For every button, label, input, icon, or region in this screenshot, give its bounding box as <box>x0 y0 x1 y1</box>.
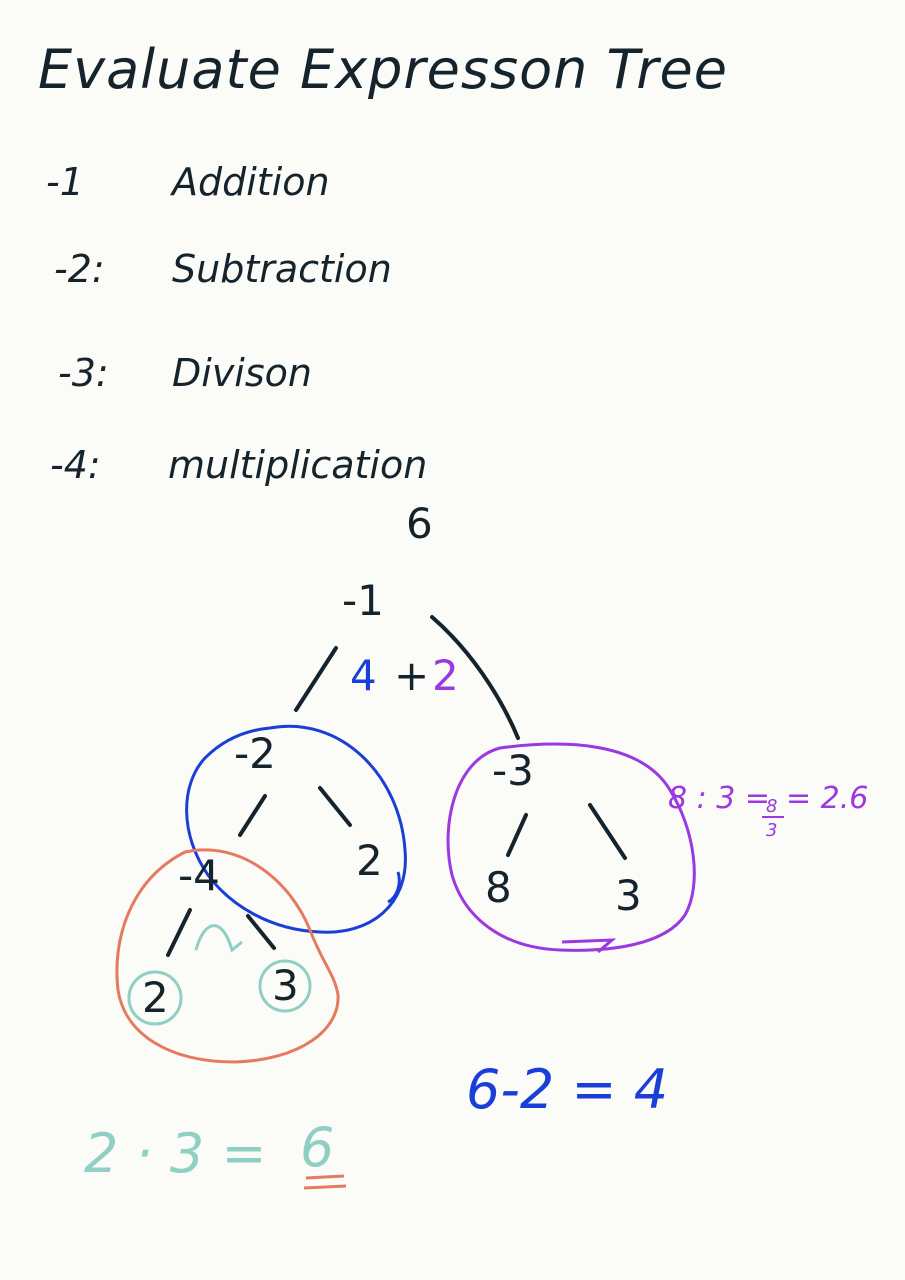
left-left-op: -4 <box>178 851 220 900</box>
multiplication-result: 6 <box>300 1116 334 1179</box>
edge-mult-right <box>246 914 276 950</box>
page-title: Evaluate Expresson Tree <box>38 38 728 101</box>
division-annotation: 8 : 3 = 8 3 = 2.6 <box>668 781 868 841</box>
left-op: -2 <box>234 729 276 778</box>
subtraction-subtree-circle <box>185 724 407 934</box>
evaluation-arrow <box>194 924 243 953</box>
root-sum-right: 2 <box>432 651 459 700</box>
left-right-leaf: 2 <box>356 836 383 885</box>
legend-code-2: -2: <box>54 247 105 291</box>
legend-label-3: Divison <box>172 351 312 395</box>
multiplication-calc: 2 · 3 = <box>84 1122 267 1185</box>
edge-left-right <box>318 786 352 827</box>
leaf-a: 2 <box>142 973 169 1022</box>
division-frac-den: 3 <box>766 820 777 841</box>
right-left-leaf: 8 <box>485 863 512 912</box>
root-sum-left: 4 <box>350 651 377 700</box>
edge-left-left <box>238 794 267 837</box>
result-underline <box>303 1174 347 1190</box>
division-calc: 8 : 3 = <box>668 781 770 816</box>
edge-root-left <box>294 646 338 712</box>
multiplication-annotation: 2 · 3 = 6 <box>84 1116 347 1190</box>
legend-label-4: multiplication <box>168 443 427 487</box>
edge-right-left <box>506 813 528 857</box>
root-sum-annotation: 4 + 2 <box>350 651 459 700</box>
division-subtree-circle <box>446 742 696 952</box>
division-frac-num: 8 <box>766 796 777 817</box>
division-result: = 2.6 <box>786 781 868 816</box>
right-right-leaf: 3 <box>615 871 642 920</box>
leaf-b-circle <box>258 959 312 1013</box>
legend-code-1: -1 <box>46 160 84 204</box>
leaf-a-circle <box>127 970 183 1026</box>
root-result: 6 <box>406 499 433 548</box>
root-op: -1 <box>342 576 384 625</box>
legend-code-3: -3: <box>58 351 109 395</box>
purple-circle-tail <box>561 938 617 954</box>
subtraction-calc: 6-2 = 4 <box>466 1058 668 1121</box>
root-sum-plus: + <box>394 651 429 700</box>
edge-root-right <box>430 615 520 740</box>
operator-legend: -1 Addition -2: Subtraction -3: Divison … <box>46 160 427 487</box>
right-op: -3 <box>492 746 534 795</box>
blue-circle-tail <box>387 871 401 904</box>
multiplication-subtree-circle <box>115 848 340 1064</box>
legend-label-1: Addition <box>169 160 330 204</box>
legend-code-4: -4: <box>50 443 101 487</box>
legend-label-2: Subtraction <box>172 247 392 291</box>
edge-right-right <box>588 803 627 860</box>
edge-mult-left <box>166 908 192 957</box>
leaf-b: 3 <box>272 961 299 1010</box>
